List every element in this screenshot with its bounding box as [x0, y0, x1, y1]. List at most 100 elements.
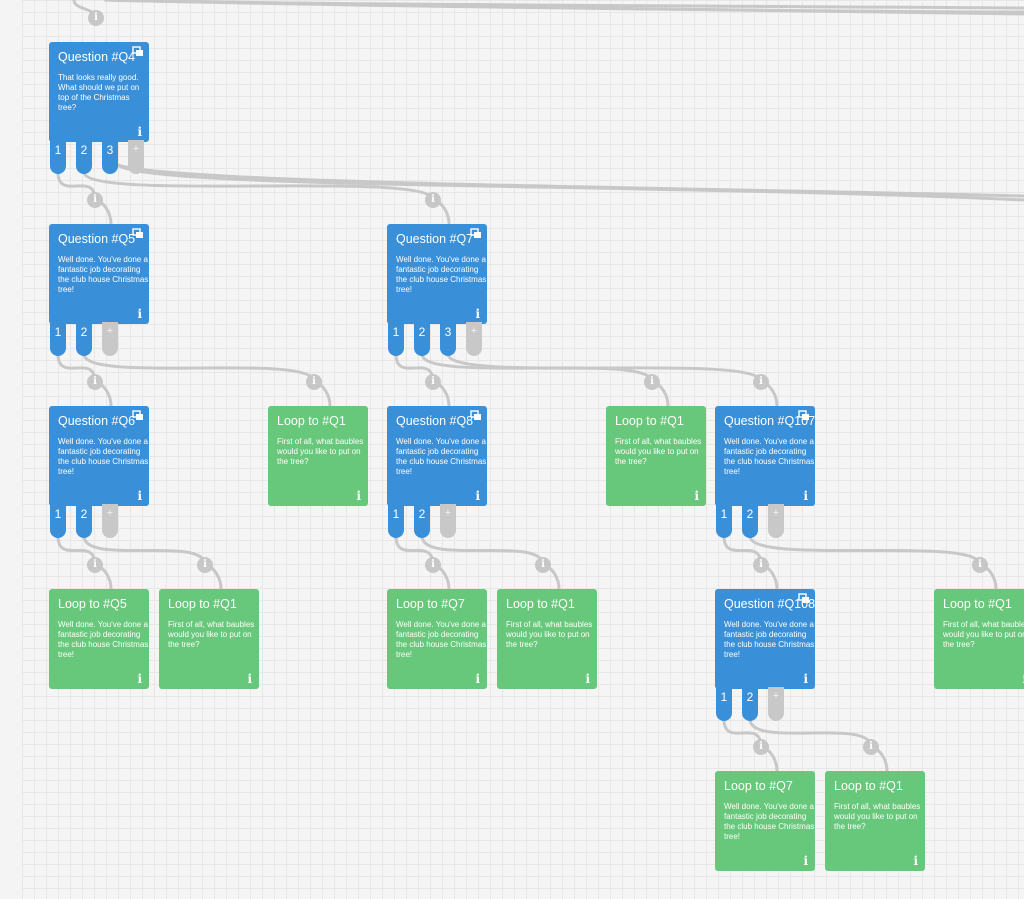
- node-title: Question #Q108: [724, 597, 816, 611]
- answer-port-2[interactable]: 2: [76, 322, 92, 356]
- node-text: That looks really good. What should we p…: [58, 73, 140, 112]
- answer-port-2[interactable]: 2: [742, 687, 758, 721]
- node-text: Well done. You've done a fantastic job d…: [58, 437, 149, 476]
- node-title: Question #Q7: [396, 232, 474, 246]
- answer-port-2[interactable]: 2: [76, 504, 92, 538]
- info-icon[interactable]: i: [694, 489, 699, 503]
- node-title: Loop to #Q1: [277, 414, 346, 428]
- node-text: Well done. You've done a fantastic job d…: [724, 620, 815, 659]
- node-title: Loop to #Q7: [724, 779, 793, 793]
- copy-icon[interactable]: [470, 410, 482, 421]
- info-icon[interactable]: i: [87, 192, 103, 208]
- node-title: Loop to #Q7: [396, 597, 465, 611]
- copy-icon[interactable]: [798, 410, 810, 421]
- answer-port-2[interactable]: 2: [414, 322, 430, 356]
- add-port-button[interactable]: +: [102, 322, 118, 356]
- info-icon[interactable]: i: [913, 854, 918, 868]
- connector-line: [748, 718, 873, 748]
- node-title: Question #Q5: [58, 232, 136, 246]
- node-title: Loop to #Q1: [943, 597, 1012, 611]
- info-icon[interactable]: i: [137, 489, 142, 503]
- answer-port-3[interactable]: 3: [102, 140, 118, 174]
- info-icon[interactable]: i: [753, 739, 769, 755]
- info-icon[interactable]: i: [753, 557, 769, 573]
- connector-layer: [56, 0, 1024, 772]
- info-icon[interactable]: i: [425, 557, 441, 573]
- info-icon[interactable]: i: [137, 307, 142, 321]
- node-text: First of all, what baubles would you lik…: [615, 437, 702, 466]
- node-title: Loop to #Q1: [615, 414, 684, 428]
- info-icon[interactable]: i: [87, 374, 103, 390]
- answer-port-2[interactable]: 2: [742, 504, 758, 538]
- info-icon[interactable]: i: [425, 374, 441, 390]
- info-icon[interactable]: i: [803, 489, 808, 503]
- answer-port-2[interactable]: 2: [414, 504, 430, 538]
- node-title: Question #Q8: [396, 414, 474, 428]
- info-icon[interactable]: i: [644, 374, 660, 390]
- answer-port-1[interactable]: 1: [388, 504, 404, 538]
- info-icon[interactable]: i: [197, 557, 213, 573]
- answer-port-3[interactable]: 3: [440, 322, 456, 356]
- answer-port-2[interactable]: 2: [76, 140, 92, 174]
- info-icon[interactable]: i: [88, 10, 104, 26]
- info-icon[interactable]: i: [356, 489, 361, 503]
- connector-line: [114, 162, 1024, 202]
- info-icon[interactable]: i: [425, 192, 441, 208]
- node-text: Well done. You've done a fantastic job d…: [724, 802, 815, 841]
- copy-icon[interactable]: [798, 593, 810, 604]
- info-icon[interactable]: i: [972, 557, 988, 573]
- add-port-button[interactable]: +: [768, 687, 784, 721]
- node-text: First of all, what baubles would you lik…: [506, 620, 593, 649]
- info-icon[interactable]: i: [1022, 673, 1024, 685]
- connector-line: [446, 353, 763, 383]
- info-icon[interactable]: i: [137, 672, 142, 686]
- info-icon[interactable]: i: [137, 125, 142, 139]
- info-icon[interactable]: i: [753, 374, 769, 390]
- answer-port-1[interactable]: 1: [716, 687, 732, 721]
- copy-icon[interactable]: [132, 228, 144, 239]
- info-icon[interactable]: i: [803, 854, 808, 868]
- answer-port-1[interactable]: 1: [50, 504, 66, 538]
- copy-icon[interactable]: [470, 228, 482, 239]
- info-icon[interactable]: i: [803, 672, 808, 686]
- info-icon[interactable]: i: [306, 374, 322, 390]
- info-icon[interactable]: i: [87, 557, 103, 573]
- copy-icon[interactable]: [132, 410, 144, 421]
- add-port-button[interactable]: +: [128, 140, 144, 174]
- info-icon[interactable]: i: [247, 672, 252, 686]
- add-port-button[interactable]: +: [102, 504, 118, 538]
- info-icon[interactable]: i: [863, 739, 879, 755]
- answer-port-1[interactable]: 1: [716, 504, 732, 538]
- node-title: Question #Q107: [724, 414, 816, 428]
- info-icon[interactable]: i: [475, 672, 480, 686]
- answer-port-1[interactable]: 1: [50, 140, 66, 174]
- info-icon[interactable]: i: [535, 557, 551, 573]
- connector-line: [82, 171, 435, 201]
- add-port-button[interactable]: +: [440, 504, 456, 538]
- answer-port-1[interactable]: 1: [50, 322, 66, 356]
- copy-icon[interactable]: [132, 46, 144, 57]
- add-port-button[interactable]: +: [768, 504, 784, 538]
- add-port-button[interactable]: +: [466, 322, 482, 356]
- info-icon[interactable]: i: [475, 307, 480, 321]
- info-icon[interactable]: i: [585, 672, 590, 686]
- info-icon[interactable]: i: [475, 489, 480, 503]
- answer-port-1[interactable]: 1: [388, 322, 404, 356]
